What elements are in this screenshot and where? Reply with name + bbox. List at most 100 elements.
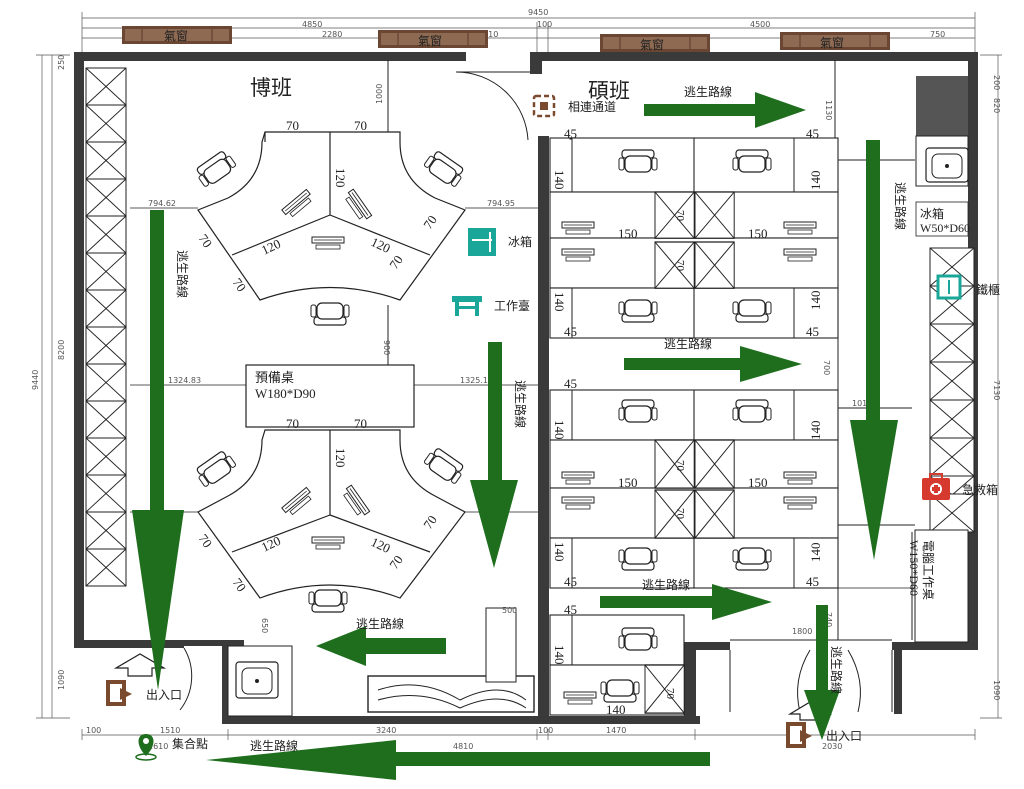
windows: [121, 25, 891, 53]
escape-label-exit-v: 逃生路線: [829, 646, 844, 694]
rd-140j: 140: [606, 702, 626, 717]
dim-top-left: 4850: [302, 20, 322, 29]
door-arc-passage: [455, 71, 529, 141]
x-box-numbers: 70 70 70 70 70: [664, 210, 686, 700]
workbench-label: 工作臺: [494, 298, 530, 313]
escape-label-assembly: 逃生路線: [250, 738, 298, 753]
pc-desk-size: W150*D60: [907, 540, 921, 596]
rd-45h: 45: [564, 602, 577, 617]
pc-desk: [914, 529, 969, 643]
assembly-label: 集合點: [172, 736, 208, 751]
dim-right-bottom: 1090: [992, 680, 1001, 700]
dimensions-right: [980, 54, 1002, 719]
dim-left-top: 250: [57, 55, 66, 70]
svg-text:70: 70: [674, 210, 686, 222]
pod-lo-70a: 70: [286, 416, 299, 431]
dim-bot-1510: 1510: [160, 726, 180, 735]
escape-label-right-v: 逃生路線: [893, 182, 908, 230]
fridge-icon: [468, 228, 496, 256]
dim-bot-100b: 100: [86, 726, 101, 735]
dim-w79495: 794.95: [487, 199, 515, 208]
sink-icon-right: [925, 147, 969, 183]
dim-left-bottom: 1090: [57, 670, 66, 690]
passage-icon: [532, 94, 556, 118]
fridge-spec-name: 冰箱: [920, 206, 944, 221]
dimensions-left: [36, 54, 70, 719]
dim-v900: 900: [382, 340, 391, 355]
pod-lo-70c: 70: [196, 531, 216, 550]
dim-bot-2030: 2030: [822, 742, 842, 751]
right-top-block: [916, 76, 968, 136]
rd-140a: 140: [552, 170, 567, 190]
spare-desk-label: 預備桌: [255, 370, 294, 386]
rd-140c: 140: [552, 292, 567, 312]
map-pin-icon: [135, 734, 157, 761]
fridge-spec-size: W50*D60: [920, 221, 970, 235]
pod-up-70b: 70: [354, 118, 367, 133]
pod-desk-upper: [197, 131, 466, 301]
cabinet-icon: [936, 274, 962, 300]
pod-up-70a: 70: [286, 118, 299, 133]
dimensions-bottom: [81, 729, 976, 740]
dim-right-b: 7130: [992, 380, 1001, 400]
escape-label-bottom-left: 逃生路線: [356, 616, 404, 631]
pc-desk-label: 電腦工作桌: [921, 540, 936, 600]
dim-v700: 700: [822, 360, 831, 375]
workbench-icon: [452, 296, 482, 316]
dim-v1130: 1130: [824, 100, 833, 120]
dim-right-a: 820: [992, 98, 1001, 113]
window-label-3: 氣窗: [640, 38, 664, 52]
cabinet-label: 鐵櫃: [976, 282, 1000, 297]
dim-bot-1610: 1610: [148, 742, 168, 751]
pod-up-70c: 70: [196, 231, 216, 250]
rd-150c: 150: [618, 475, 638, 490]
dim-w1800: 1800: [792, 627, 812, 636]
window-label-4: 氣窗: [820, 36, 844, 50]
svg-text:70: 70: [674, 508, 686, 520]
svg-text:70: 70: [664, 688, 676, 700]
rd-45a: 45: [564, 126, 577, 141]
dim-v1000: 1000: [375, 84, 384, 104]
left-cabinet-column: [85, 67, 127, 587]
escape-label-top: 逃生路線: [684, 84, 732, 99]
escape-label-mid-v: 逃生路線: [513, 380, 528, 428]
dim-w13251: 1325.1: [460, 376, 488, 385]
svg-text:70: 70: [674, 460, 686, 472]
rd-140e: 140: [552, 420, 567, 440]
dim-top-right: 4500: [750, 20, 770, 29]
rd-150a: 150: [618, 226, 638, 241]
pod-lo-120b: 120: [259, 533, 283, 555]
svg-text:70: 70: [674, 260, 686, 272]
escape-arrows: [132, 92, 898, 780]
dim-v650: 650: [260, 618, 269, 633]
exit-icon-right: [786, 722, 812, 748]
pod-up-120c: 120: [369, 234, 393, 256]
sink-icon-left: [235, 661, 279, 699]
door-arc-right: [797, 649, 811, 713]
rd-140g: 140: [552, 542, 567, 562]
first-aid-label: 急救箱: [962, 482, 998, 497]
window-label-2: 氣窗: [418, 34, 442, 48]
dim-right-top: 200: [992, 75, 1001, 90]
dim-bot-3240: 3240: [376, 726, 396, 735]
pod-desk-lower: [197, 429, 466, 599]
dim-w132483: 1324.83: [168, 376, 201, 385]
exit-label-right: 出入口: [826, 729, 862, 743]
home-icon: [113, 653, 167, 677]
rd-140d: 140: [808, 291, 823, 311]
dim-top-seg-c: 750: [930, 30, 945, 39]
dim-w500: 500: [502, 606, 517, 615]
pod-lo-120c: 120: [369, 534, 393, 556]
dim-top-seg-b: 1010: [478, 30, 498, 39]
rd-150b: 150: [748, 226, 768, 241]
rd-45b: 45: [806, 126, 819, 141]
rd-45e: 45: [564, 376, 577, 391]
rd-140i: 140: [552, 645, 567, 665]
spare-desk: [245, 364, 415, 428]
rd-140b: 140: [808, 171, 823, 191]
dim-bot-1470: 1470: [606, 726, 626, 735]
rd-45g: 45: [806, 574, 819, 589]
pod-up-120a: 120: [333, 168, 348, 188]
pod-lo-120a: 120: [333, 448, 348, 468]
